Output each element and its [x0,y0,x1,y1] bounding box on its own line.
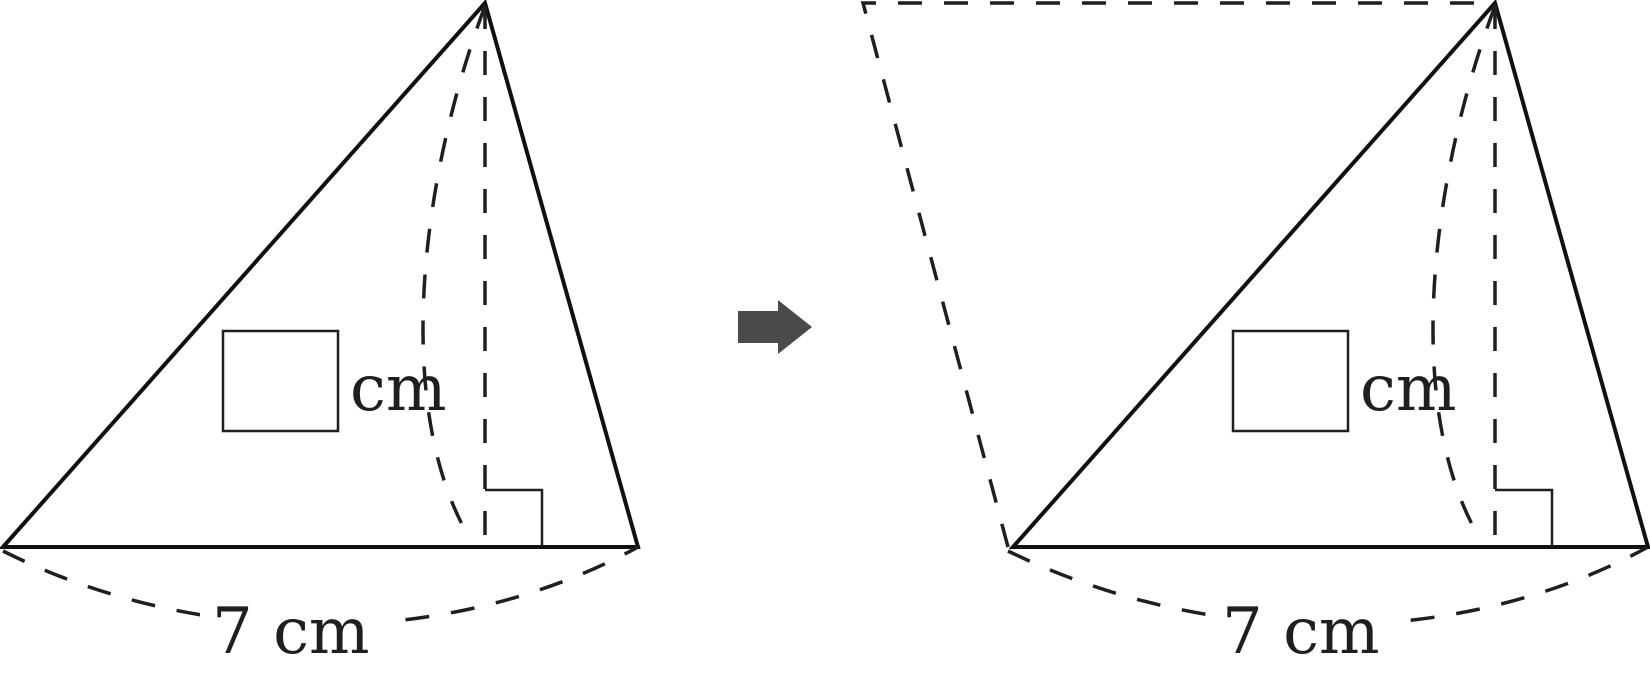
left-triangle [0,0,641,549]
right-right-angle-mark [1495,488,1554,545]
right-answer-box[interactable] [1231,329,1350,433]
right-height-unit: cm [1360,352,1457,426]
right-parallelogram-outline [860,1,1495,548]
right-height-brace [1431,5,1497,531]
left-height-unit: cm [350,352,447,426]
right-figure: cm 7 cm [860,0,1650,670]
right-triangle [1008,0,1650,549]
left-height-brace [421,5,487,531]
left-answer-box[interactable] [221,329,340,433]
left-figure: cm 7 cm [0,0,641,670]
right-arrow-icon [738,300,812,354]
right-base-label: 7 cm [1222,595,1380,669]
left-right-angle-mark [485,488,544,545]
left-base-label-bg [200,590,390,670]
left-base-label: 7 cm [212,595,370,669]
right-base-label-bg [1210,590,1400,670]
